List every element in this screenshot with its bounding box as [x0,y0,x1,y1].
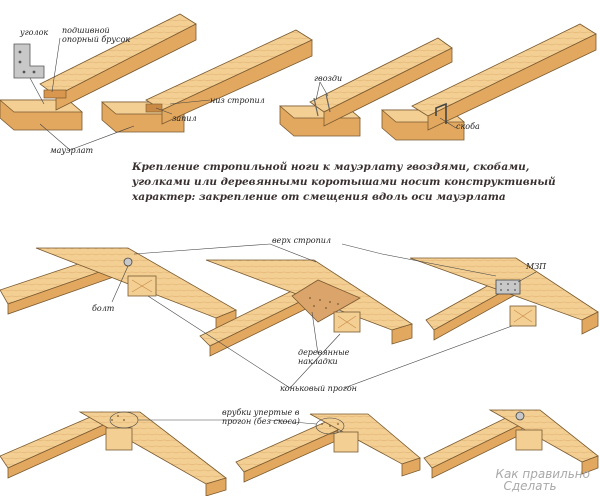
bolt-icon [123,257,133,267]
scene-notch-ridge-1 [0,411,227,496]
scene-staple [380,23,597,141]
scene-ridge-mzp [409,257,599,341]
scene-nails [278,37,453,137]
label-angle: уголок [20,28,49,37]
support-bar [43,89,67,99]
watermark: Как правильно Сделать [495,468,590,492]
label-rafter-bottom: низ стропил [210,96,265,105]
top-leaders [29,37,457,151]
label-bolt: болт [92,304,115,313]
scene-ridge-bolt [0,247,237,331]
watermark-line-1: Как правильно [495,467,590,481]
label-notches: врубки упертые в прогон (без скоса) [222,408,300,426]
scene-ridge-plates [199,259,413,357]
label-mauerlat: мауэрлат [50,146,94,155]
caption-text: Крепление стропильной ноги к мауэрлату г… [132,161,556,203]
label-nails: гвозди [314,74,343,83]
label-rafter-top: верх стропил [272,236,331,245]
label-support-bar: подшивной опорный брусок [62,26,131,44]
middle-leaders [111,243,537,389]
wooden-plate [291,279,361,323]
bolt-icon [515,411,525,421]
label-ridge-purlin: коньковый прогон [280,384,357,393]
scene-notch [100,29,313,133]
mzp-plate-icon [495,279,521,295]
angle-bracket-icon [13,43,45,79]
watermark-line-2: Сделать [503,479,557,493]
scene-notch-ridge-3 [423,409,599,479]
label-notch: запил [172,114,197,123]
label-mzp: МЗП [526,262,547,271]
scene-notch-ridge-2 [235,413,421,483]
staple-icon [435,102,447,124]
label-wooden-plates: деревянные накладки [298,348,350,366]
bottom-leaders [109,411,345,435]
scene-corner-bracket [0,13,197,131]
label-staple: скоба [456,122,480,131]
